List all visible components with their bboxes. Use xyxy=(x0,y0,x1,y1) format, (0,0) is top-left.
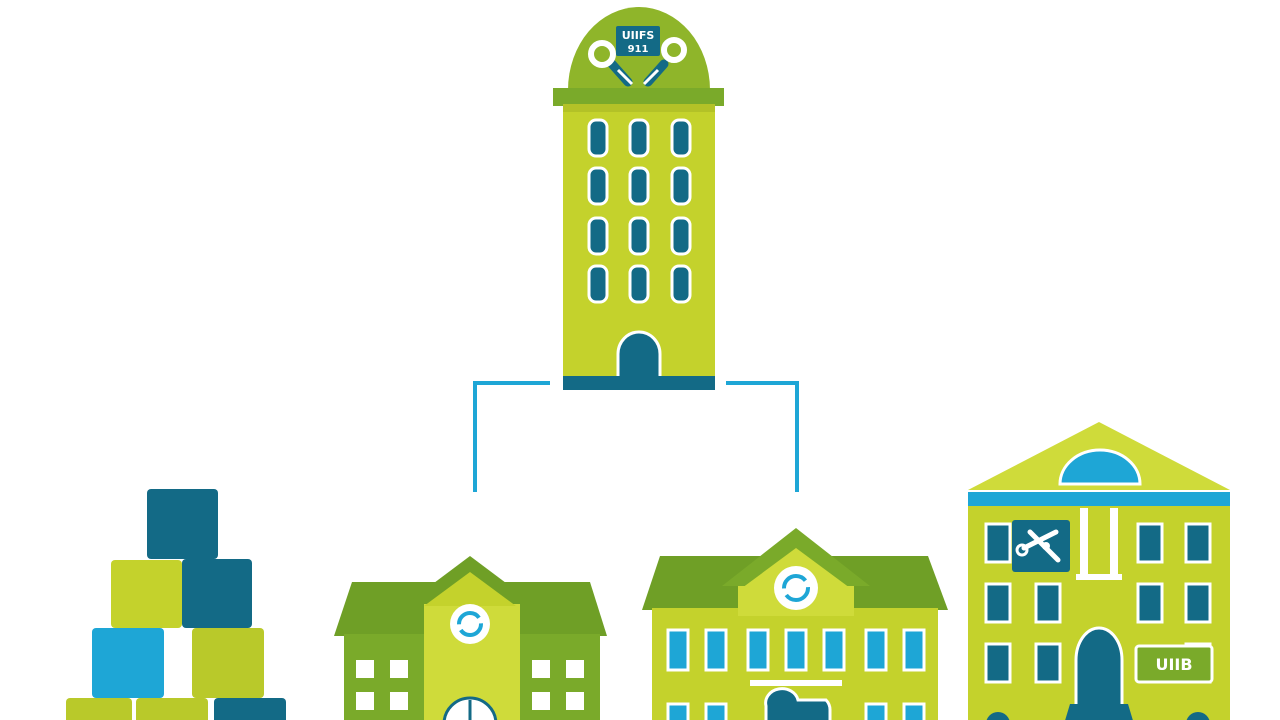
stacked-blocks xyxy=(66,489,286,720)
tower-base xyxy=(563,376,715,390)
town-hall-door xyxy=(764,687,832,720)
library-door xyxy=(1074,626,1124,720)
library-plaque xyxy=(1134,644,1214,684)
school-windows xyxy=(356,660,584,710)
town-hall-windows xyxy=(666,628,926,720)
tower-windows xyxy=(587,118,692,304)
town-hall-ledge xyxy=(750,680,842,686)
library-steps xyxy=(1065,704,1133,720)
tower-door xyxy=(616,330,662,384)
tower-sign-line2: 911 xyxy=(628,44,649,55)
tower-sign-line1: UIIFS xyxy=(622,29,655,42)
hierarchy-connector xyxy=(473,381,799,492)
tower-shadow xyxy=(563,104,715,112)
wrench-icon xyxy=(588,37,687,87)
library-lower-window xyxy=(1186,712,1210,720)
recycle-icon xyxy=(774,566,818,610)
school-building xyxy=(334,556,607,720)
library-windows xyxy=(984,522,1212,684)
library-plaque-text: UIIB xyxy=(1155,655,1192,674)
library-column xyxy=(1110,508,1118,578)
tools-icon xyxy=(1012,520,1070,572)
library-band xyxy=(968,492,1230,506)
recycle-icon xyxy=(450,604,490,644)
central-tower: UIIFS 911 xyxy=(553,7,724,390)
library-column-base xyxy=(1076,574,1122,580)
library-column xyxy=(1080,508,1088,578)
tower-cornice xyxy=(553,88,724,106)
town-hall-building xyxy=(642,528,948,720)
tower-sign xyxy=(616,26,660,56)
library-lower-window xyxy=(986,712,1010,720)
library-building: UIIB xyxy=(968,422,1230,720)
